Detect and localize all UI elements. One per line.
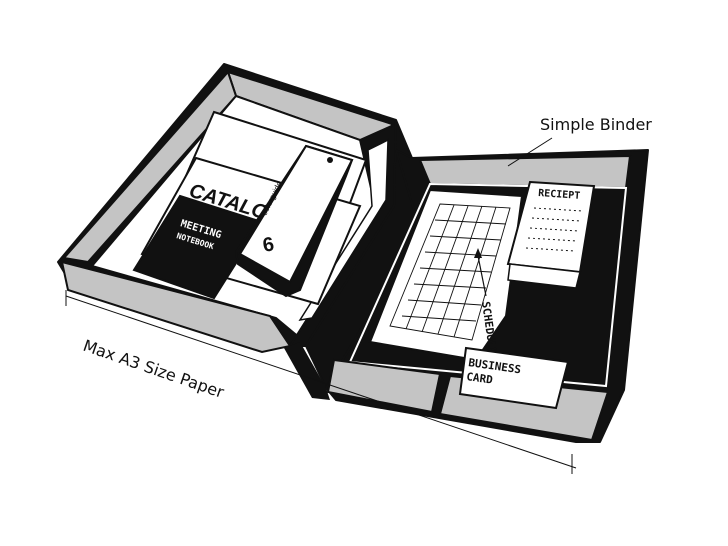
card-label: CARD bbox=[466, 370, 494, 387]
colorguide-book: colorguide 6 bbox=[234, 144, 354, 298]
colorguide-number: 6 bbox=[261, 233, 276, 257]
receipt-label: RECIEPT bbox=[538, 188, 581, 202]
schedule-sheet: SCHEDULE bbox=[368, 188, 524, 362]
receipt: RECIEPT bbox=[506, 180, 596, 289]
business-card: BUSINESS CARD bbox=[458, 346, 570, 410]
max-paper-label: Max A3 Size Paper bbox=[81, 336, 227, 402]
meeting-notebook: MEETING NOTEBOOK bbox=[132, 194, 264, 300]
simple-binder-label: Simple Binder bbox=[540, 115, 652, 134]
simple-binder-callout: Simple Binder bbox=[507, 115, 652, 167]
